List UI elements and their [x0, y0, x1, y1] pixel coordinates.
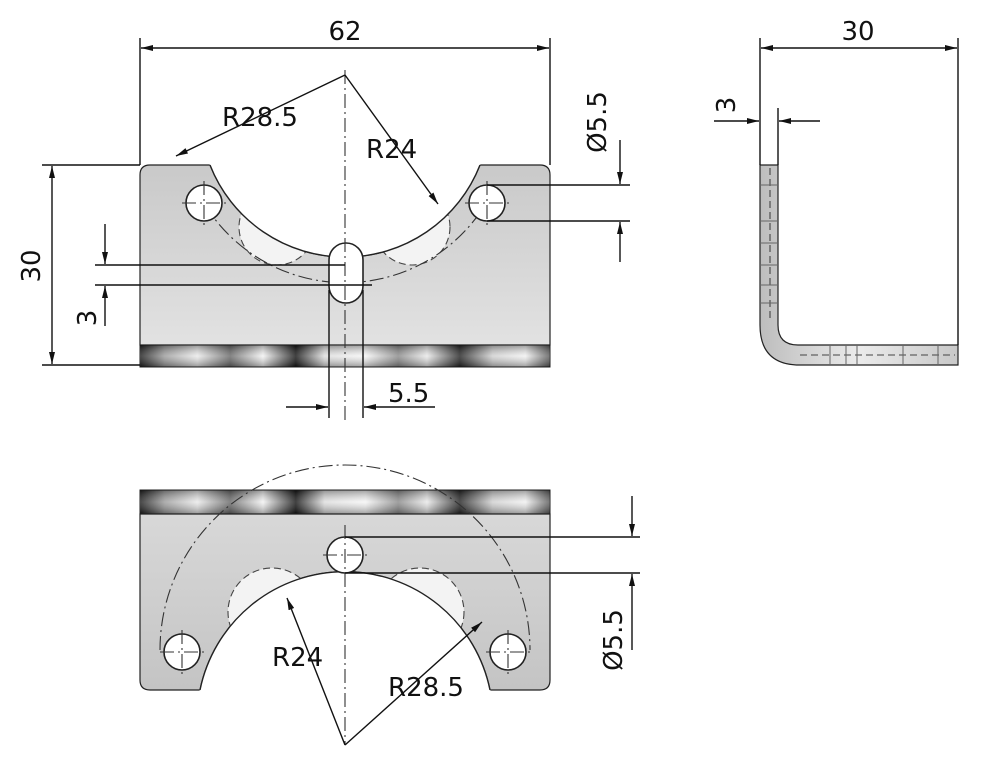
- front-slot-width-label: 5.5: [388, 379, 429, 409]
- front-hole-dia-label: Ø5.5: [583, 91, 613, 153]
- bottom-small-radius-label: R24: [272, 643, 323, 673]
- bottom-hole-dia-label: Ø5.5: [599, 609, 629, 671]
- front-large-radius-label: R28.5: [222, 103, 298, 133]
- side-view: 30 3: [712, 17, 959, 366]
- bottom-pitch-arc: [159, 464, 531, 651]
- front-small-radius-label: R24: [366, 135, 417, 165]
- front-pitch-arc: [204, 204, 486, 284]
- side-l-profile: [759, 164, 959, 366]
- side-thickness-label: 3: [712, 97, 742, 114]
- front-width-label: 62: [328, 17, 361, 47]
- side-depth-label: 30: [841, 17, 874, 47]
- bottom-view: R24 R28.5 Ø5.5: [139, 464, 640, 746]
- front-slot-offset-label: 3: [73, 310, 103, 327]
- front-slot: [328, 242, 364, 304]
- front-view: 62 30 R28.5 R24 Ø5.5 3 5.5: [17, 17, 630, 420]
- bottom-large-radius-label: R28.5: [388, 673, 464, 703]
- front-height-label: 30: [17, 249, 47, 282]
